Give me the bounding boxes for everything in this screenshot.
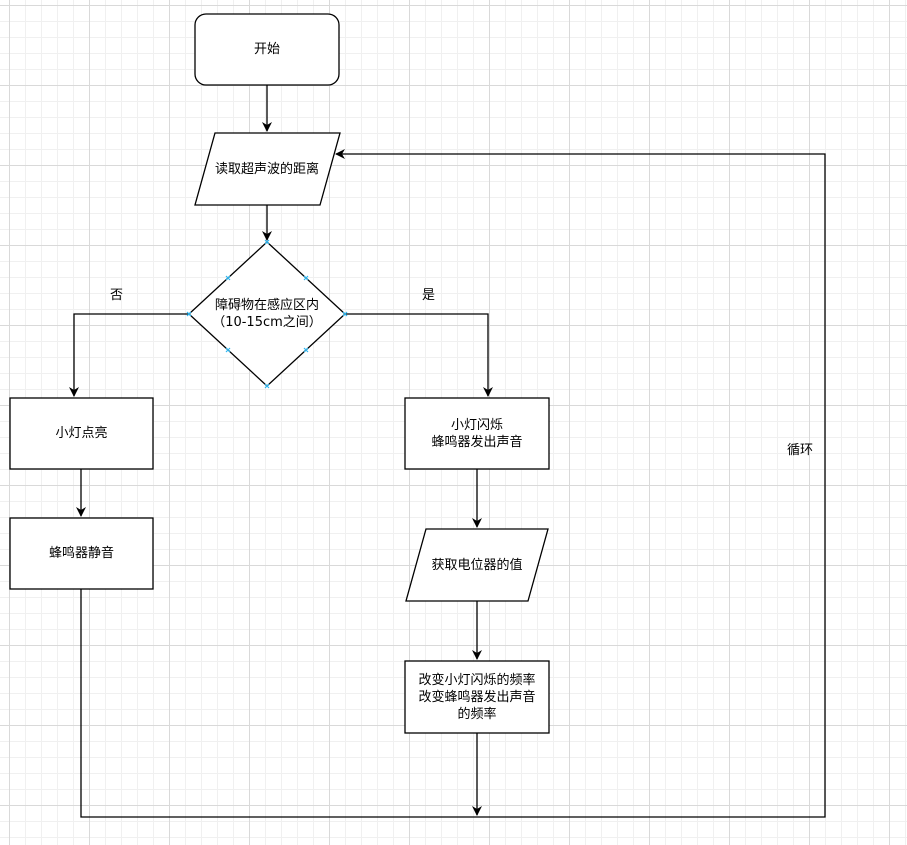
handle-top <box>264 239 270 245</box>
read-distance-node[interactable] <box>194 132 341 206</box>
blink-buzz-node[interactable] <box>404 397 550 470</box>
edge-label-yes: 是 <box>422 288 436 303</box>
decision-handles <box>186 239 348 389</box>
edge-decision-yes <box>345 313 493 397</box>
edge-label-loop: 循环 <box>787 443 814 458</box>
handle-left <box>186 311 192 317</box>
read-pot-node[interactable] <box>405 528 549 602</box>
change-freq-node[interactable] <box>404 660 550 734</box>
handle-upper-right <box>303 275 309 281</box>
edge-label-no: 否 <box>110 288 124 303</box>
light-on-label: 小灯点亮 <box>55 426 108 441</box>
handle-right <box>342 311 348 317</box>
edge-loop-back <box>335 149 826 818</box>
start-label: 开始 <box>253 42 280 57</box>
handle-lower-left <box>225 347 231 353</box>
read-distance-label: 读取超声波的距离 <box>214 161 319 177</box>
blink-buzz-label: 小灯闪烁 蜂鸣器发出声音 <box>431 417 523 450</box>
read-pot-label: 获取电位器的值 <box>431 557 523 573</box>
change-freq-label: 改变小灯闪烁的频率 改变蜂鸣器发出声音 的频率 <box>418 672 536 722</box>
buzzer-mute-label: 蜂鸣器静音 <box>48 546 114 561</box>
buzzer-mute-node[interactable] <box>9 517 154 590</box>
handle-bottom <box>264 383 270 389</box>
edge-decision-no <box>69 313 189 397</box>
decision-label: 障碍物在感应区内 （10-15cm之间） <box>212 298 322 330</box>
handle-lower-right <box>303 347 309 353</box>
handle-upper-left <box>225 275 231 281</box>
edge-mute-to-merge <box>80 589 477 818</box>
